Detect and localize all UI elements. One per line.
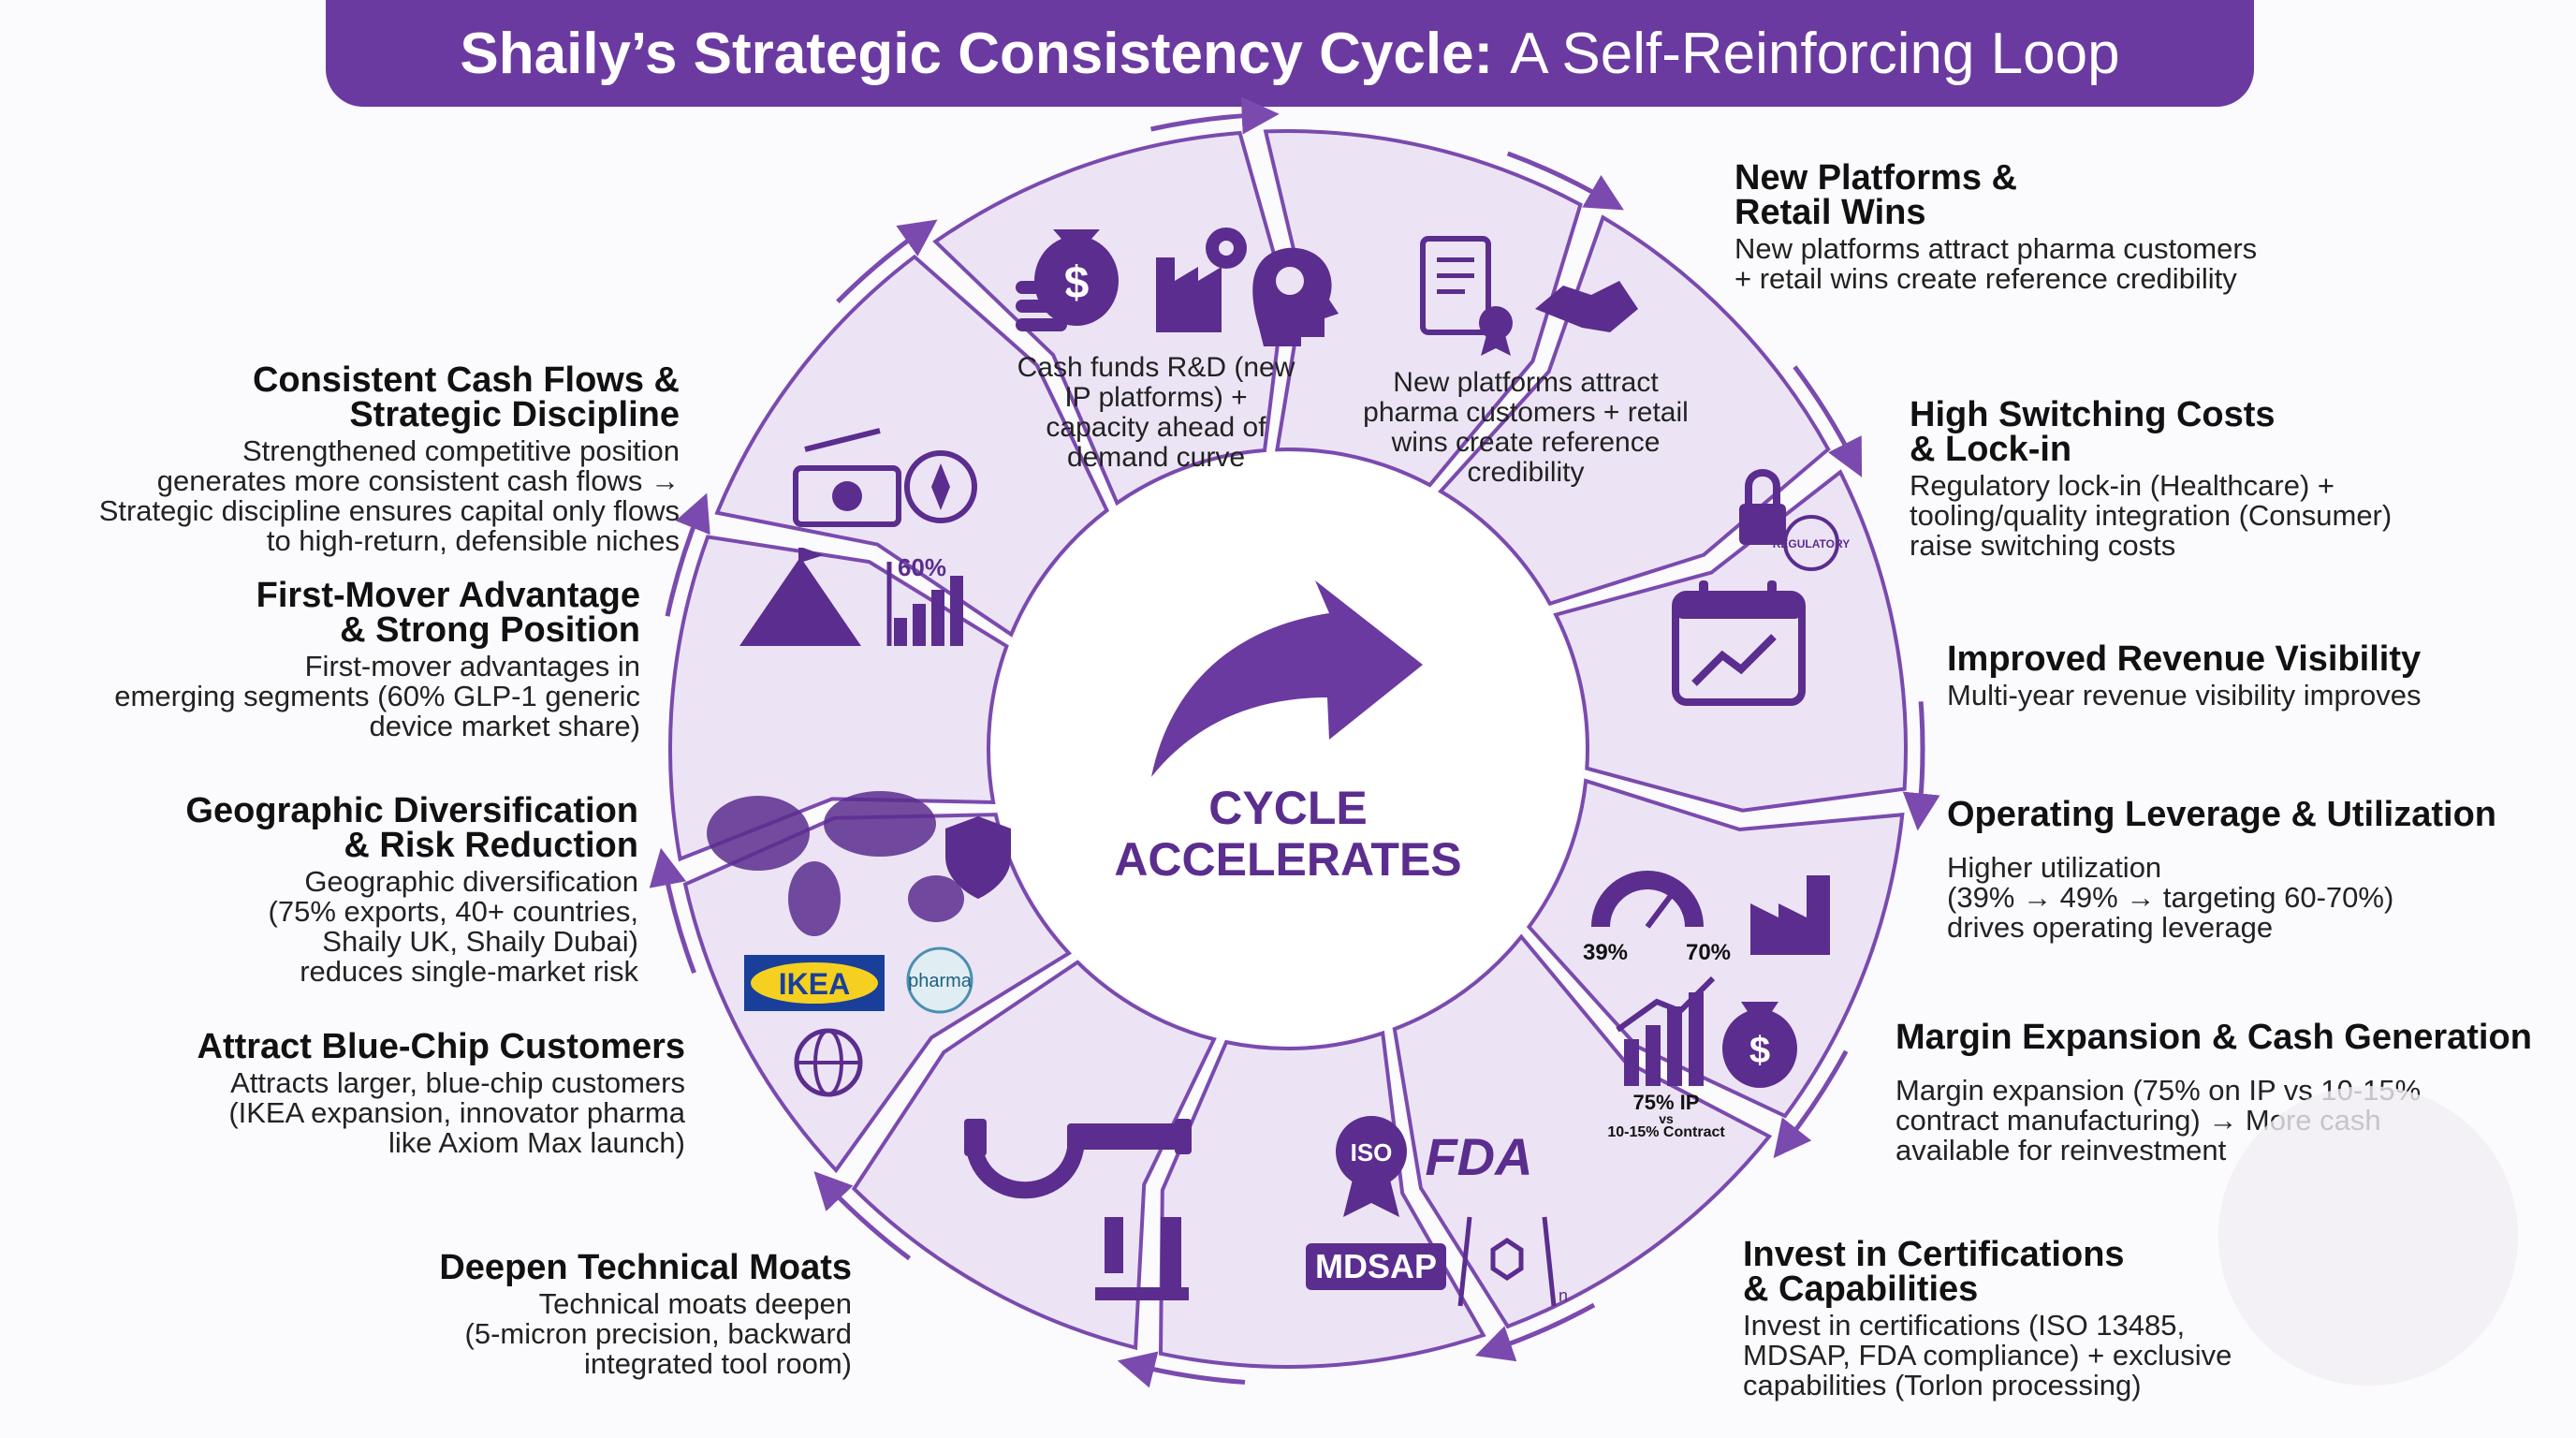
center-curved-arrow xyxy=(1151,580,1423,777)
svg-text:$: $ xyxy=(1064,258,1090,308)
svg-text:IKEA: IKEA xyxy=(779,967,850,1001)
cycle-arrow-1 xyxy=(1506,151,1624,211)
cycle-arrow-4 xyxy=(1773,1049,1849,1159)
svg-text:New platforms attract: New platforms attract xyxy=(1393,367,1659,398)
ikea-logo: IKEA xyxy=(744,955,885,1011)
watermark-logo xyxy=(2218,1086,2518,1386)
cycle-arrow-6 xyxy=(1117,1351,1246,1388)
segment-text-top-left: Cash funds R&D (new IP platforms) + capa… xyxy=(1017,352,1295,473)
money-bag-icon-right: $ xyxy=(1722,1002,1797,1088)
growth-bars-icon xyxy=(1616,976,1716,1086)
cycle-arrow-5 xyxy=(1474,1302,1596,1362)
svg-text:demand curve: demand curve xyxy=(1067,442,1245,473)
label-cash-flows: Consistent Cash Flows &Strategic Discipl… xyxy=(98,360,680,557)
svg-text:MDSAP: MDSAP xyxy=(1315,1247,1437,1285)
svg-text:$: $ xyxy=(1749,1030,1770,1071)
svg-text:credibility: credibility xyxy=(1467,457,1584,488)
svg-text:Cash funds R&D (new: Cash funds R&D (new xyxy=(1017,352,1295,383)
svg-text:10-15% Contract: 10-15% Contract xyxy=(1607,1124,1725,1140)
center-line2: ACCELERATES xyxy=(1114,833,1461,886)
cycle-segments xyxy=(668,129,1909,1369)
title-bold: Shaily’s Strategic Consistency Cycle: xyxy=(460,21,1494,86)
title-bar: Shaily’s Strategic Consistency Cycle: A … xyxy=(326,0,2254,107)
svg-text:pharma customers + retail: pharma customers + retail xyxy=(1363,397,1689,428)
svg-text:IP platforms) +: IP platforms) + xyxy=(1064,382,1247,413)
fda-logo: FDA xyxy=(1425,1127,1532,1186)
cycle-arrow-0 xyxy=(1150,96,1280,135)
shield-icon xyxy=(945,816,1011,899)
center-circle xyxy=(992,453,1584,1045)
globe-icon xyxy=(794,1028,863,1097)
segment-moats xyxy=(851,960,1217,1351)
cycle-arrow-2 xyxy=(1793,365,1863,477)
svg-text:vs: vs xyxy=(1659,1111,1674,1126)
svg-text:capacity ahead of: capacity ahead of xyxy=(1046,412,1266,443)
factory-gear-icon xyxy=(1156,227,1247,332)
regulatory-stamp-icon: REGULATORY xyxy=(1773,515,1850,571)
center-line1: CYCLE xyxy=(1208,782,1367,834)
segment-text-top-right: New platforms attract pharma customers +… xyxy=(1363,367,1689,488)
label-first-mover: First-Mover Advantage& Strong Position F… xyxy=(114,576,640,742)
label-technical-moats: Deepen Technical Moats Technical moats d… xyxy=(439,1248,852,1380)
molecule-icon: n xyxy=(1457,1216,1568,1307)
handshake-icon xyxy=(1535,281,1638,332)
mdsap-badge: MDSAP xyxy=(1306,1243,1446,1290)
lock-icon xyxy=(1739,469,1786,545)
svg-text:60%: 60% xyxy=(898,553,946,581)
label-new-platforms: New Platforms &Retail Wins New platforms… xyxy=(1734,158,2258,295)
label-operating-leverage: Operating Leverage & Utilization Higher … xyxy=(1947,795,2496,944)
segment-cash-rd xyxy=(932,130,1286,506)
svg-text:wins create reference: wins create reference xyxy=(1391,427,1661,458)
factory-icon xyxy=(1750,875,1830,955)
label-invest-certifications: Invest in Certifications& Capabilities I… xyxy=(1743,1235,2232,1401)
svg-text:70%: 70% xyxy=(1686,940,1731,965)
svg-text:n: n xyxy=(1559,1286,1568,1305)
cycle-arrows xyxy=(649,96,1940,1388)
segment-switching xyxy=(1438,214,1831,607)
money-bag-icon: $ xyxy=(1016,229,1119,331)
svg-text:REGULATORY: REGULATORY xyxy=(1773,537,1850,550)
pharma-logo: pharma xyxy=(906,946,973,1014)
microscope-icon xyxy=(1095,1217,1189,1300)
cycle-arrow-7 xyxy=(813,1171,912,1261)
compass-icon xyxy=(904,450,977,523)
segment-operating xyxy=(1526,778,1905,1119)
title-rest: A Self-Reinforcing Loop xyxy=(1510,21,2120,86)
cycle-arrow-9 xyxy=(665,492,710,617)
ip-vs-contract-label: 75% IP vs 10-15% Contract xyxy=(1607,1091,1725,1140)
cycle-arrow-8 xyxy=(649,847,696,975)
cycle-arrow-10 xyxy=(836,219,938,304)
svg-text:pharma: pharma xyxy=(908,971,973,991)
label-revenue-visibility: Improved Revenue Visibility Multi-year r… xyxy=(1947,639,2422,712)
label-blue-chip: Attract Blue-Chip Customers Attracts lar… xyxy=(197,1027,686,1159)
iso-badge-icon: ISO xyxy=(1336,1116,1407,1217)
svg-text:ISO: ISO xyxy=(1351,1138,1393,1167)
segment-revenue xyxy=(1553,469,1909,813)
segment-firstmover-cash xyxy=(714,254,1110,638)
calendar-chart-icon xyxy=(1672,580,1806,706)
brain-head-icon xyxy=(1252,247,1339,346)
gauge-icon: 39% 70% xyxy=(1583,871,1731,965)
cash-stack-icon xyxy=(793,428,901,527)
growth-chart-icon: 60% xyxy=(886,553,963,646)
mountain-flag-icon xyxy=(739,548,861,646)
cycle-arrow-3 xyxy=(1902,701,1940,831)
svg-text:75% IP: 75% IP xyxy=(1633,1091,1700,1114)
label-switching-costs: High Switching Costs& Lock-in Regulatory… xyxy=(1910,395,2393,562)
svg-text:39%: 39% xyxy=(1583,940,1628,965)
certificate-icon xyxy=(1420,236,1513,356)
world-map-icon xyxy=(707,791,964,936)
label-geographic: Geographic Diversification& Risk Reducti… xyxy=(185,791,638,988)
micrometer-icon xyxy=(964,1119,1192,1199)
